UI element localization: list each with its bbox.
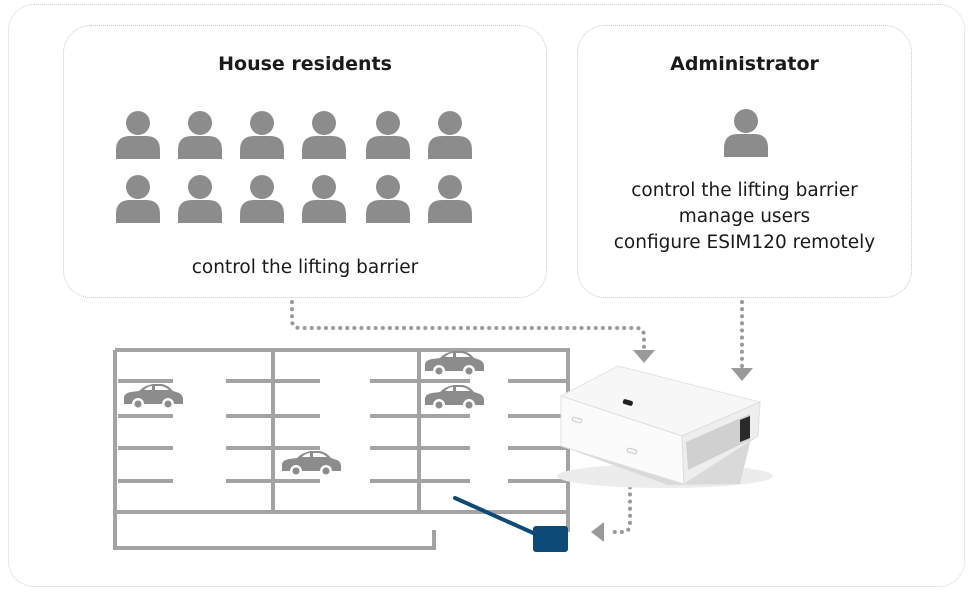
person-icon [116,111,160,159]
residents-to-device-connector [290,300,646,350]
administrator-person-icon [724,109,768,157]
administrator-capability: control the lifting barrier [631,180,858,201]
lifting-barrier-icon [453,496,568,552]
administrator-title: Administrator [670,53,819,75]
person-icon [178,111,222,159]
person-icon [240,111,284,159]
parking-stall-lines [118,379,173,483]
diagram-frame [8,4,965,587]
administrator-capability: configure ESIM120 remotely [613,232,876,253]
parking-stall-lines [226,379,320,483]
connector-group [290,300,744,534]
arrow-left-icon [591,522,604,542]
house-residents-caption: control the lifting barrier [191,257,419,278]
person-icon [116,175,160,223]
person-icon [302,111,346,159]
arrow-down-icon [731,368,753,381]
arrowhead-group [591,350,753,542]
gsm-controller-device [557,365,773,488]
administrator-panel: Administrator control the lifting barrie… [577,25,912,298]
person-icon [366,111,410,159]
person-icon [428,175,472,223]
parking-stall-lines [508,379,568,483]
person-icon [428,111,472,159]
parking-outer-wall [113,350,436,550]
car-icon [124,384,183,410]
parking-lot [113,348,570,550]
person-icon [178,175,222,223]
house-residents-panel: House residents control the lifting barr… [63,25,547,298]
arrow-down-icon [633,350,655,363]
parking-stall-lines [370,379,470,483]
administrator-capabilities: control the lifting barrier manage users… [578,178,911,256]
car-icon [425,385,484,411]
residents-icon-group [116,109,768,223]
car-icon [282,451,341,477]
person-icon [366,175,410,223]
parking-outer-wall [115,348,570,532]
car-icon [425,351,484,377]
device-to-barrier-connector [606,464,632,534]
house-residents-title: House residents [218,53,392,75]
administrator-capability: manage users [678,206,811,227]
person-icon [302,175,346,223]
person-icon [240,175,284,223]
